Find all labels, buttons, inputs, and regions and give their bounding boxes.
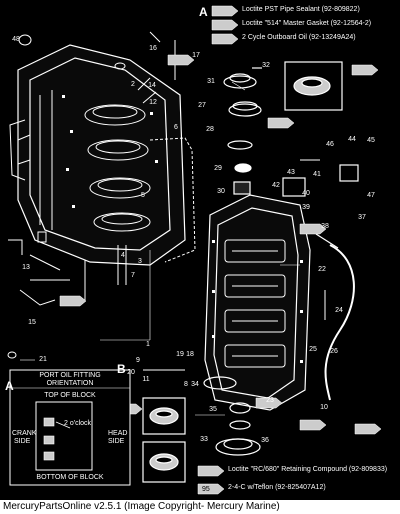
part-number-36: 36: [261, 437, 269, 444]
exploded-parts-diagram: A A B Loctite PST Pipe Sealant (92-80982…: [0, 0, 400, 500]
diagram-artwork: [7, 5, 382, 495]
orientation-top-of-block: TOP OF BLOCK: [44, 392, 96, 399]
part-number-28: 28: [206, 126, 214, 133]
part-number-8: 8: [184, 381, 188, 388]
part-number-43: 43: [287, 169, 295, 176]
copyright-footer: MercuryPartsOnline v2.5.1 (Image Copyrig…: [0, 500, 400, 514]
part-number-41: 41: [313, 171, 321, 178]
callout-letter-a-bottom: A: [5, 379, 14, 393]
part-number-14: 14: [148, 82, 156, 89]
part-number-19: 19: [176, 351, 184, 358]
part-number-30: 30: [217, 188, 225, 195]
orientation-title-line1: PORT OIL FITTING: [39, 372, 101, 379]
part-number-24: 24: [335, 307, 343, 314]
legend-pipe-sealant: Loctite PST Pipe Sealant (92-809822): [242, 6, 360, 13]
part-number-3: 3: [138, 258, 142, 265]
part-number-20: 20: [127, 369, 135, 376]
part-number-29: 29: [214, 165, 222, 172]
callout-letter-b: B: [117, 362, 126, 376]
part-number-7: 7: [131, 272, 135, 279]
part-number-27: 27: [198, 102, 206, 109]
part-number-42: 42: [272, 182, 280, 189]
part-number-5: 5: [141, 192, 145, 199]
part-number-12: 12: [149, 99, 157, 106]
part-number-23: 23: [266, 397, 274, 404]
orientation-title-line2: ORIENTATION: [46, 380, 94, 387]
part-number-44: 44: [348, 136, 356, 143]
part-number-17: 17: [192, 52, 200, 59]
part-number-15: 15: [28, 319, 36, 326]
callout-letter-a-top: A: [199, 5, 208, 19]
part-number-18: 18: [186, 351, 194, 358]
part-number-4: 4: [121, 252, 125, 259]
part-number-40: 40: [302, 190, 310, 197]
part-number-48: 48: [12, 36, 20, 43]
orientation-crank-side-1: CRANK: [12, 430, 37, 437]
part-number-11: 11: [142, 376, 150, 383]
part-number-39: 39: [302, 204, 310, 211]
orientation-bottom-of-block: BOTTOM OF BLOCK: [36, 474, 104, 481]
legend-outboard-oil: 2 Cycle Outboard Oil (92-13249A24): [242, 34, 356, 41]
part-number-13: 13: [22, 264, 30, 271]
legend-code-95: 95: [202, 486, 210, 493]
orientation-clock: 2 o'clock: [64, 420, 92, 427]
part-number-22: 22: [318, 266, 326, 273]
part-number-25: 25: [309, 346, 317, 353]
part-number-35: 35: [209, 406, 217, 413]
part-number-31: 31: [207, 78, 215, 85]
part-number-33: 33: [200, 436, 208, 443]
part-number-16: 16: [149, 45, 157, 52]
part-number-38: 38: [321, 223, 329, 230]
legend-retaining-compound: Loctite "RC/680" Retaining Compound (92-…: [228, 466, 388, 473]
part-number-9: 9: [136, 357, 140, 364]
part-number-21: 21: [39, 356, 47, 363]
part-number-37: 37: [358, 214, 366, 221]
part-number-32: 32: [262, 62, 270, 69]
orientation-crank-side-2: SIDE: [14, 438, 31, 445]
legend-master-gasket: Loctite "514" Master Gasket (92-12564-2): [242, 20, 372, 27]
part-number-2: 2: [131, 81, 135, 88]
part-number-47: 47: [367, 192, 375, 199]
legend-teflon-grease: 2-4-C w/Teflon (92-825407A12): [228, 484, 326, 491]
part-number-1: 1: [146, 341, 150, 348]
part-number-34: 34: [191, 381, 199, 388]
orientation-head-side-2: SIDE: [108, 438, 125, 445]
part-number-26: 26: [330, 348, 338, 355]
part-number-10: 10: [320, 404, 328, 411]
part-number-45: 45: [367, 137, 375, 144]
part-number-46: 46: [326, 141, 334, 148]
orientation-head-side-1: HEAD: [108, 430, 128, 437]
part-number-6: 6: [174, 124, 178, 131]
